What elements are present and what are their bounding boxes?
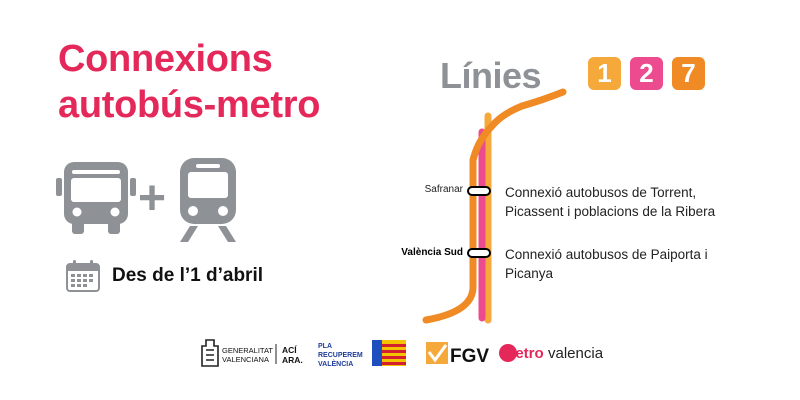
date-row: Des de l’1 d’abril (66, 259, 263, 293)
line-7-track (422, 88, 567, 324)
calendar-icon (66, 260, 100, 292)
aci-ara-logo: ACÍ ARA. (282, 345, 303, 365)
connection-safranar: Connexió autobusos de Torrent, Picassent… (505, 185, 716, 219)
bus-plus-train-group: + (56, 158, 236, 242)
line-badge-7: 7 (672, 57, 705, 90)
flag-icon (372, 340, 406, 366)
generalitat-valenciana-logo: GENERALITAT VALENCIANA (201, 339, 273, 367)
pla-recuperem-valencia-logo: PLA RECUPEREM VALÈNCIA (318, 340, 406, 368)
svg-text:valencia: valencia (548, 345, 604, 362)
station-valencia-sud: València Sud (401, 247, 463, 258)
page-title: Connexions autobús-metro (58, 36, 320, 128)
metrovalencia-logo: metro valencia (499, 344, 604, 362)
train-icon (180, 158, 236, 242)
lines-title: Línies (440, 55, 542, 96)
footer-logos: GENERALITAT VALENCIANA ACÍ ARA. PLA RECU… (201, 339, 604, 368)
station-marker-valencia-sud (467, 248, 491, 258)
fgv-logo: FGV (426, 342, 489, 367)
svg-text:FGV: FGV (450, 346, 489, 367)
svg-text:metro: metro (502, 345, 544, 362)
svg-text:VALENCIANA: VALENCIANA (222, 355, 269, 364)
station-safranar: Safranar (424, 184, 463, 195)
line-badge-2: 2 (630, 57, 663, 90)
svg-text:PLA: PLA (318, 343, 332, 350)
start-date: Des de l’1 d’abril (112, 265, 263, 286)
svg-text:VALÈNCIA: VALÈNCIA (318, 359, 353, 368)
bus-icon (56, 162, 136, 234)
title-line-1: Connexions (58, 38, 273, 80)
station-marker-safranar (467, 186, 491, 196)
svg-text:ARA.: ARA. (282, 355, 303, 365)
svg-text:GENERALITAT: GENERALITAT (222, 346, 273, 355)
line-badge-1: 1 (588, 57, 621, 90)
connection-valencia-sud: Connexió autobusos de Paiporta i Picanya (505, 247, 708, 281)
svg-text:RECUPEREM: RECUPEREM (318, 352, 363, 359)
metro-line-map (422, 88, 567, 324)
svg-text:ACÍ: ACÍ (282, 345, 297, 355)
title-line-2: autobús-metro (58, 84, 321, 126)
plus-sign: + (138, 172, 166, 225)
